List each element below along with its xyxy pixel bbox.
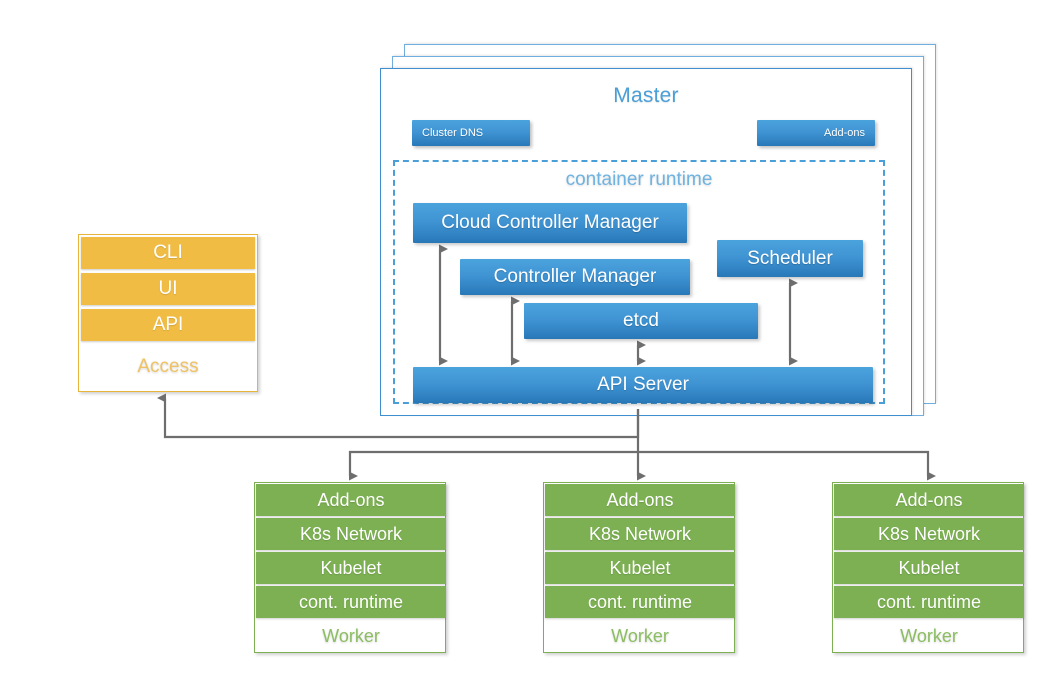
worker-footer-label: Worker bbox=[611, 625, 669, 646]
badge-cluster-dns[interactable]: Cluster DNS bbox=[412, 120, 530, 146]
access-layer-cli[interactable]: CLI bbox=[81, 237, 255, 269]
worker-node-1: Add-ons K8s Network Kubelet cont. runtim… bbox=[254, 482, 446, 653]
component-controller-manager[interactable]: Controller Manager bbox=[460, 259, 690, 295]
access-panel: CLI UI API Access bbox=[78, 234, 258, 392]
component-etcd[interactable]: etcd bbox=[524, 303, 758, 339]
badge-add-ons[interactable]: Add-ons bbox=[757, 120, 875, 146]
component-api-server[interactable]: API Server bbox=[413, 367, 873, 403]
wire-apiserver-worker-1 bbox=[348, 450, 638, 481]
access-layer-api[interactable]: API bbox=[81, 309, 255, 341]
worker-layer-kubelet[interactable]: Kubelet bbox=[256, 552, 446, 584]
worker-layer-add-ons[interactable]: Add-ons bbox=[256, 484, 446, 516]
worker-layer-cont-runtime[interactable]: cont. runtime bbox=[256, 586, 446, 618]
worker-layer-k8s-network[interactable]: K8s Network bbox=[834, 518, 1024, 550]
access-layer-ui[interactable]: UI bbox=[81, 273, 255, 305]
worker-node-3: Add-ons K8s Network Kubelet cont. runtim… bbox=[832, 482, 1024, 653]
worker-footer-label: Worker bbox=[322, 625, 380, 646]
worker-layer-k8s-network[interactable]: K8s Network bbox=[545, 518, 735, 550]
wire-apiserver-worker-3 bbox=[638, 450, 936, 481]
worker-layer-kubelet[interactable]: Kubelet bbox=[545, 552, 735, 584]
worker-layer-cont-runtime[interactable]: cont. runtime bbox=[545, 586, 735, 618]
container-runtime-title: container runtime bbox=[565, 169, 713, 190]
worker-node-2: Add-ons K8s Network Kubelet cont. runtim… bbox=[543, 482, 735, 653]
worker-layer-cont-runtime[interactable]: cont. runtime bbox=[834, 586, 1024, 618]
worker-layer-k8s-network[interactable]: K8s Network bbox=[256, 518, 446, 550]
component-scheduler[interactable]: Scheduler bbox=[717, 240, 863, 277]
access-footer-label: Access bbox=[137, 356, 199, 377]
wire-apiserver-access bbox=[157, 393, 640, 439]
worker-layer-add-ons[interactable]: Add-ons bbox=[545, 484, 735, 516]
worker-layer-add-ons[interactable]: Add-ons bbox=[834, 484, 1024, 516]
component-cloud-controller-manager[interactable]: Cloud Controller Manager bbox=[413, 203, 687, 243]
master-title: Master bbox=[613, 84, 679, 107]
worker-layer-kubelet[interactable]: Kubelet bbox=[834, 552, 1024, 584]
container-runtime-region bbox=[393, 160, 885, 404]
worker-footer-label: Worker bbox=[900, 625, 958, 646]
